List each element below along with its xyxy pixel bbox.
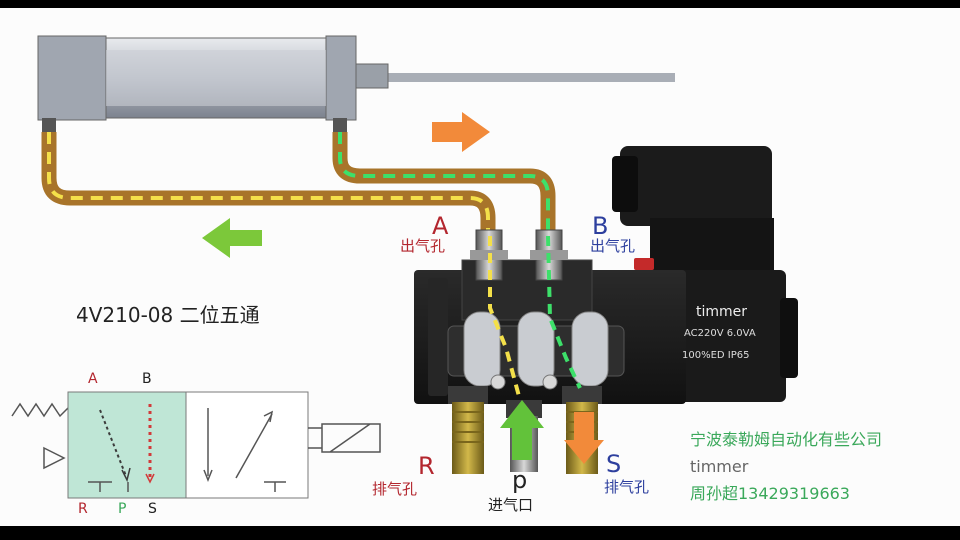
- arrow-right-icon: [432, 112, 490, 152]
- cylinder-port-right: [333, 118, 347, 132]
- port-b-letter: B: [592, 212, 609, 240]
- valve-symbol: [11, 391, 381, 499]
- port-r-caption: 排气孔: [372, 480, 418, 498]
- flow-supply-b: [338, 132, 550, 232]
- air-cylinder: [37, 35, 389, 121]
- flow-exhaust-a: [47, 132, 490, 232]
- symbol-r: R: [78, 501, 88, 517]
- port-r-letter: R: [418, 452, 435, 480]
- symbol-p: P: [118, 501, 127, 517]
- port-s-caption: 排气孔: [604, 478, 650, 496]
- valve-diagram-svg: [11, 35, 798, 499]
- solenoid-actuator-icon: [308, 423, 381, 453]
- company-contact: 周孙超13429319663: [690, 484, 850, 503]
- diagram-canvas: 4V210-08 二位五通 A 出气孔 B 出气孔 R 排气孔 p 进气口 S …: [0, 8, 960, 526]
- spool-2: [517, 311, 555, 387]
- arrow-up-icon: [500, 400, 544, 460]
- coil-spec-2: 100%ED IP65: [682, 350, 750, 361]
- symbol-a: A: [88, 371, 98, 387]
- port-p-caption: 进气口: [488, 496, 534, 514]
- port-s-letter: S: [606, 450, 622, 478]
- muffler-r: [448, 386, 488, 474]
- model-title: 4V210-08 二位五通: [76, 303, 260, 327]
- solenoid-coil: [676, 270, 786, 402]
- coil-side-plug: [780, 298, 798, 378]
- indicator-led: [634, 258, 654, 270]
- port-p-letter: p: [512, 466, 528, 494]
- symbol-b: B: [142, 371, 152, 387]
- port-b-caption: 出气孔: [590, 237, 636, 255]
- pilot-triangle-icon: [43, 446, 66, 470]
- arrow-down-icon: [564, 412, 604, 464]
- port-a-caption: 出气孔: [400, 237, 446, 255]
- flow-supply-internal: [546, 235, 582, 389]
- port-a-letter: A: [432, 212, 449, 240]
- symbol-s: S: [148, 501, 157, 517]
- spring-icon: [11, 402, 69, 418]
- flow-exhaust-internal: [488, 236, 522, 401]
- coil-spec-1: AC220V 6.0VA: [684, 328, 756, 339]
- company-name: 宁波泰勒姆自动化有些公司: [690, 430, 883, 449]
- company-brand: timmer: [690, 457, 749, 476]
- piston-rod: [385, 73, 675, 82]
- spool-3: [571, 311, 609, 387]
- cylinder-port-left: [42, 118, 56, 132]
- solenoid-connector: [612, 146, 774, 278]
- arrow-left-icon: [202, 218, 262, 258]
- coil-brand: timmer: [696, 304, 748, 320]
